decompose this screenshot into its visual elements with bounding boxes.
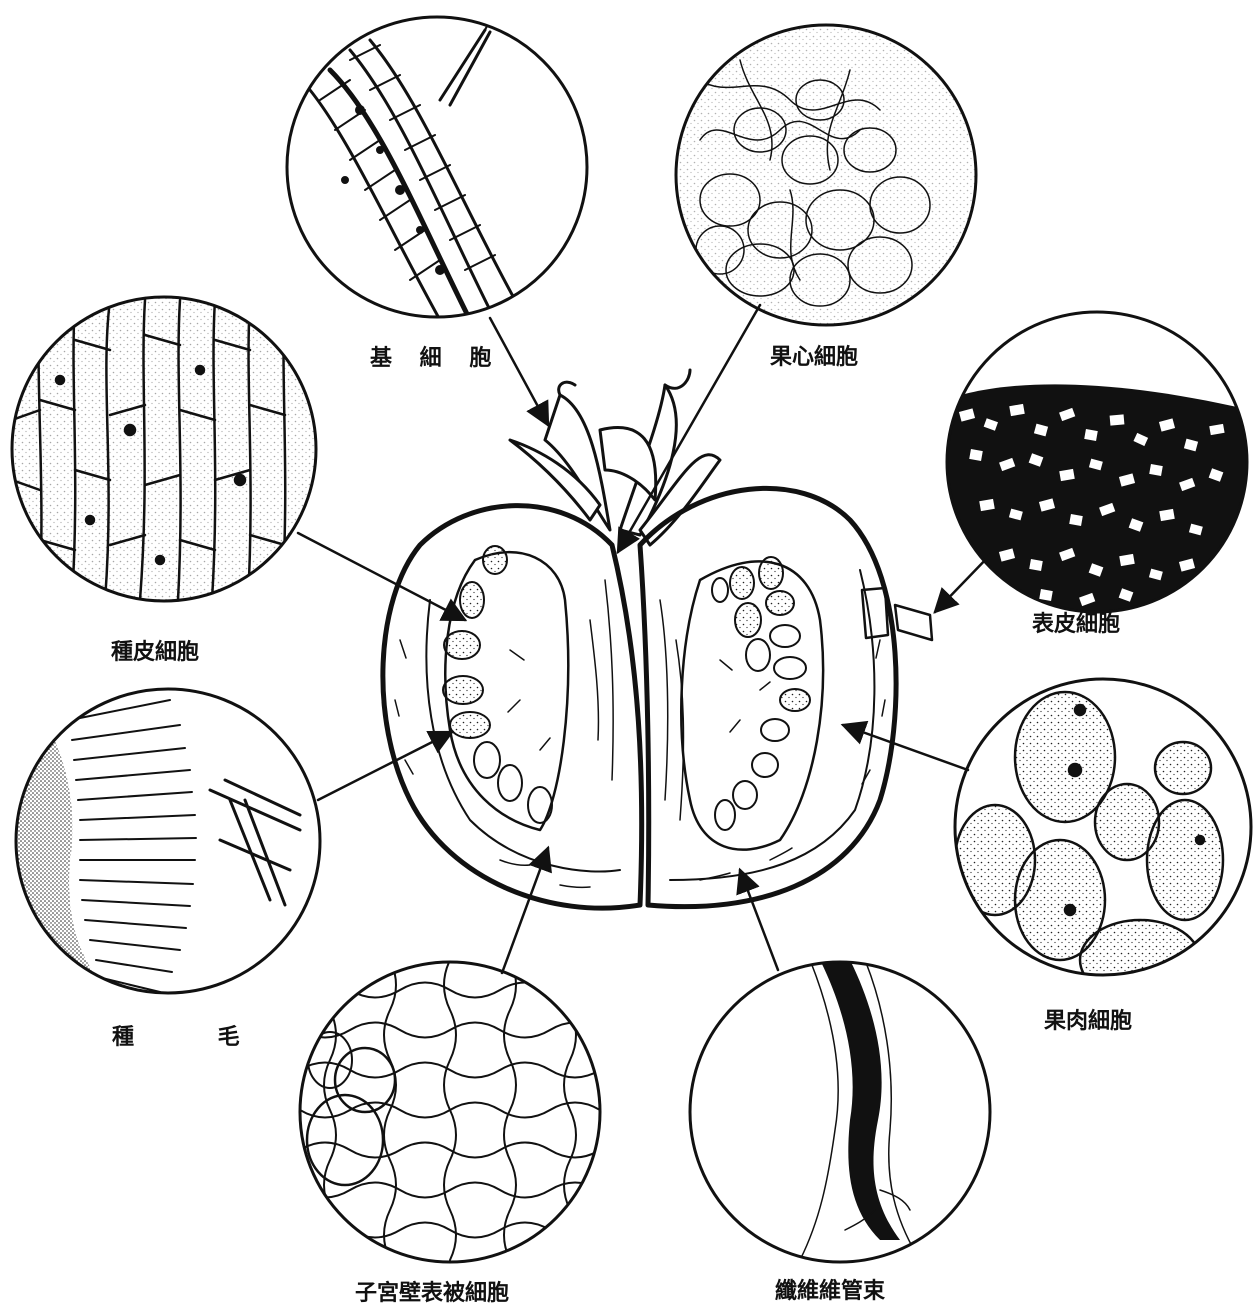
arrow-fibrovascular — [740, 870, 778, 970]
tomato-cross-section — [383, 370, 932, 908]
arrow-seed-coat-cells — [298, 533, 465, 620]
inset-basal-cells — [287, 17, 587, 320]
tomato-calyx — [510, 370, 720, 545]
label-ovary-wall-epidermis-cells: 子宮壁表被細胞 — [355, 1275, 509, 1307]
arrow-epidermis-cells — [935, 555, 990, 612]
arrow-pulp-cells — [843, 725, 968, 770]
inset-seed-coat-cells — [12, 297, 316, 601]
inset-fibrovascular-bundle — [690, 960, 990, 1262]
arrow-ovary-wall — [502, 848, 548, 973]
label-seed-hairs: 種 毛 — [112, 1019, 278, 1051]
label-pulp-cells: 果肉細胞 — [1044, 1003, 1132, 1035]
inset-core-cells — [676, 25, 976, 325]
inset-pulp-cells — [955, 679, 1251, 1000]
label-core-cells: 果心細胞 — [770, 339, 858, 371]
inset-epidermis-cells — [945, 312, 1250, 620]
label-epidermis-cells: 表皮細胞 — [1032, 606, 1120, 638]
arrow-seed-hairs — [318, 732, 452, 800]
inset-seed-hairs — [16, 688, 320, 1000]
label-basal-cells: 基 細 胞 — [370, 340, 501, 372]
inset-ovary-wall-epidermis — [300, 960, 600, 1262]
arrow-core-cells — [618, 305, 760, 552]
label-fibrovascular-bundle: 纖維維管束 — [775, 1273, 885, 1305]
label-seed-coat-cells: 種皮細胞 — [111, 634, 199, 666]
